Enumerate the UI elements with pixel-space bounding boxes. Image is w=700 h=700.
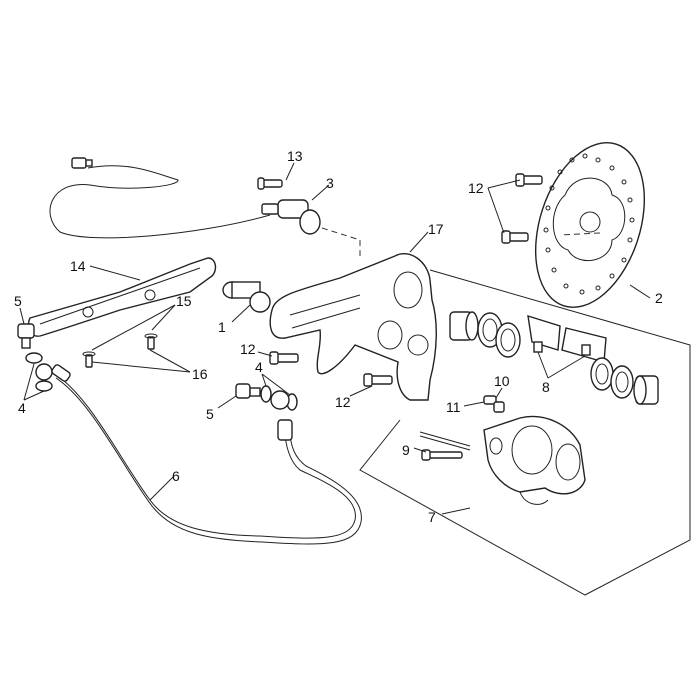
piston-seal-group-right xyxy=(590,357,659,405)
disc-screw-bottom xyxy=(501,230,529,244)
callout-4-right: 4 xyxy=(255,359,263,375)
brake-hose xyxy=(51,364,362,545)
callout-12-disc: 12 xyxy=(468,180,484,196)
banjo-fitting-left xyxy=(35,363,53,381)
callout-5-left: 5 xyxy=(14,293,22,309)
leader-lines xyxy=(19,162,651,515)
brake-disc xyxy=(534,141,646,309)
guard-screw-right xyxy=(144,333,158,350)
callout-9: 9 xyxy=(402,442,410,458)
sealing-washers-left xyxy=(25,352,53,392)
caliper-body xyxy=(483,415,586,505)
callout-7: 7 xyxy=(428,509,436,525)
bleed-screw xyxy=(483,395,505,413)
speed-sensor xyxy=(261,199,321,235)
callout-10: 10 xyxy=(494,373,510,389)
disc-vent-holes xyxy=(543,153,635,295)
callout-2: 2 xyxy=(655,290,663,306)
brake-pad-left xyxy=(527,314,561,353)
banjo-bolt-right xyxy=(235,383,261,399)
disc-screw-top xyxy=(515,173,543,187)
callout-6: 6 xyxy=(172,468,180,484)
callout-4-left: 4 xyxy=(18,400,26,416)
callout-labels: 13 3 12 2 17 14 5 15 1 16 12 4 4 5 12 10… xyxy=(14,148,663,525)
caliper-bracket xyxy=(269,253,437,401)
callout-5-right: 5 xyxy=(206,406,214,422)
callout-3: 3 xyxy=(326,175,334,191)
sensor-screw-13 xyxy=(257,177,283,190)
callout-11: 11 xyxy=(446,399,461,415)
bracket-screw-upper xyxy=(269,351,299,365)
spacer-bushing xyxy=(222,281,271,313)
callout-13: 13 xyxy=(287,148,303,164)
caliper-parts-panel xyxy=(359,269,691,596)
callout-17: 17 xyxy=(428,221,444,237)
callout-16: 16 xyxy=(192,366,208,382)
bracket-screw-lower xyxy=(363,373,393,387)
callout-15: 15 xyxy=(176,293,192,309)
banjo-fitting-right xyxy=(270,390,290,410)
callout-1: 1 xyxy=(218,319,226,335)
pad-pin xyxy=(419,431,471,461)
callout-14: 14 xyxy=(70,258,86,274)
guard-screw-left xyxy=(82,351,96,368)
callout-12-bracket-lower: 12 xyxy=(335,394,351,410)
banjo-bolt-left xyxy=(17,323,35,349)
sensor-cable xyxy=(49,157,271,239)
callout-8: 8 xyxy=(542,379,550,395)
piston-seal-group-left xyxy=(449,311,521,358)
callout-12-bracket-upper: 12 xyxy=(240,341,256,357)
